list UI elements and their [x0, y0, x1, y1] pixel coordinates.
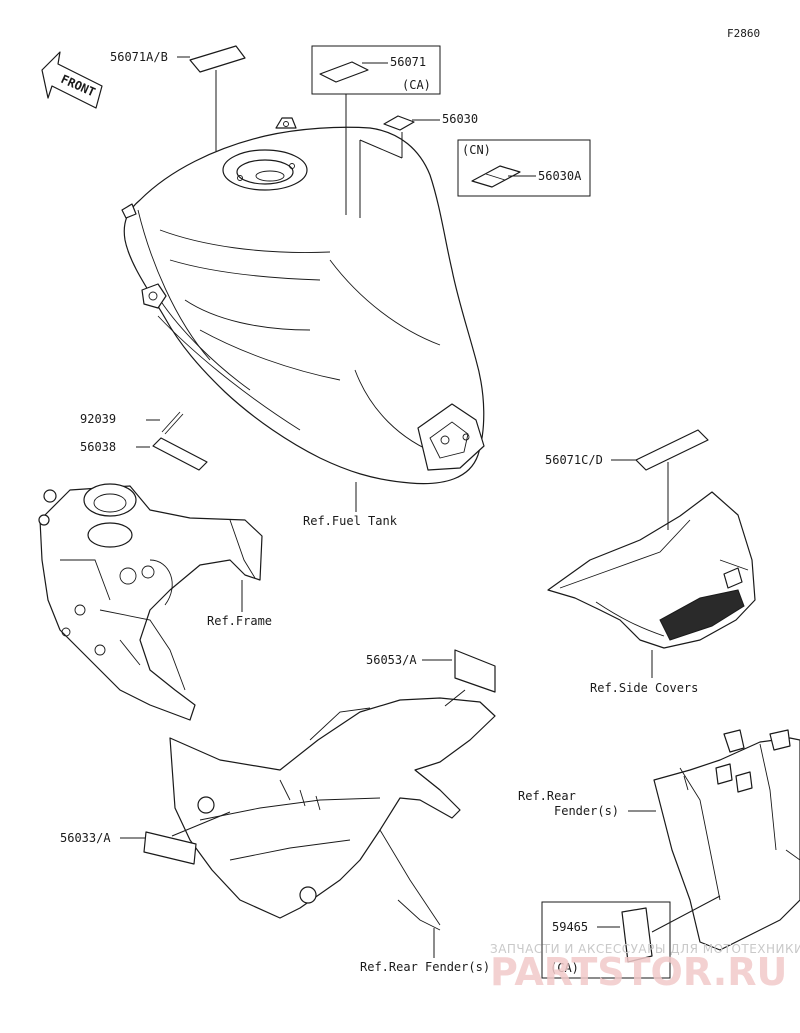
ref-rear-fender-2: Fender(s)	[554, 804, 619, 818]
sticker-56030A	[471, 165, 521, 188]
label-59465: 59465	[552, 920, 588, 934]
fuel-tank-drawing	[121, 117, 485, 485]
frame-drawing	[38, 483, 263, 721]
watermark-line1: ЗАПЧАСТИ И АКСЕССУАРЫ ДЛЯ МОТОТЕХНИКИ	[490, 942, 800, 956]
ref-side-covers: Ref.Side Covers	[590, 681, 698, 695]
label-ca-2: (CA)	[550, 961, 579, 975]
sticker-56038	[152, 437, 208, 471]
label-56071: 56071	[390, 55, 426, 69]
sticker-56071	[319, 61, 369, 83]
label-56033A: 56033/A	[60, 831, 111, 845]
sticker-56053A	[454, 649, 496, 693]
label-56030: 56030	[442, 112, 478, 126]
sticker-56030	[383, 115, 415, 131]
label-56053A: 56053/A	[366, 653, 417, 667]
label-cn: (CN)	[462, 143, 491, 157]
label-92039: 92039	[80, 412, 116, 426]
sticker-56071AB	[189, 45, 246, 73]
front-arrow-icon: FRONT	[41, 51, 103, 109]
box-59465-ca	[541, 901, 671, 979]
sticker-59465	[621, 907, 653, 963]
rear-cowl-drawing	[169, 697, 496, 931]
sticker-56071CD	[635, 429, 709, 471]
label-ca-1: (CA)	[402, 78, 431, 92]
rear-fender-drawing	[653, 729, 800, 951]
ref-rear-fender-1: Ref.Rear	[518, 789, 576, 803]
ref-fuel-tank: Ref.Fuel Tank	[303, 514, 398, 528]
label-56071CD: 56071C/D	[545, 453, 603, 467]
label-56071AB: 56071A/B	[110, 50, 168, 64]
ref-rear-fender-bottom: Ref.Rear Fender(s)	[360, 960, 490, 974]
sticker-56033A	[143, 831, 197, 865]
figure-id: F2860	[727, 27, 760, 40]
box-56071-ca	[311, 45, 441, 95]
watermark-line2: PARTSTOR.RU	[490, 950, 787, 994]
ref-frame: Ref.Frame	[207, 614, 272, 628]
label-56030A: 56030A	[538, 169, 582, 183]
label-56038: 56038	[80, 440, 116, 454]
side-cover-drawing	[547, 491, 756, 649]
box-56030A-cn	[457, 139, 591, 197]
